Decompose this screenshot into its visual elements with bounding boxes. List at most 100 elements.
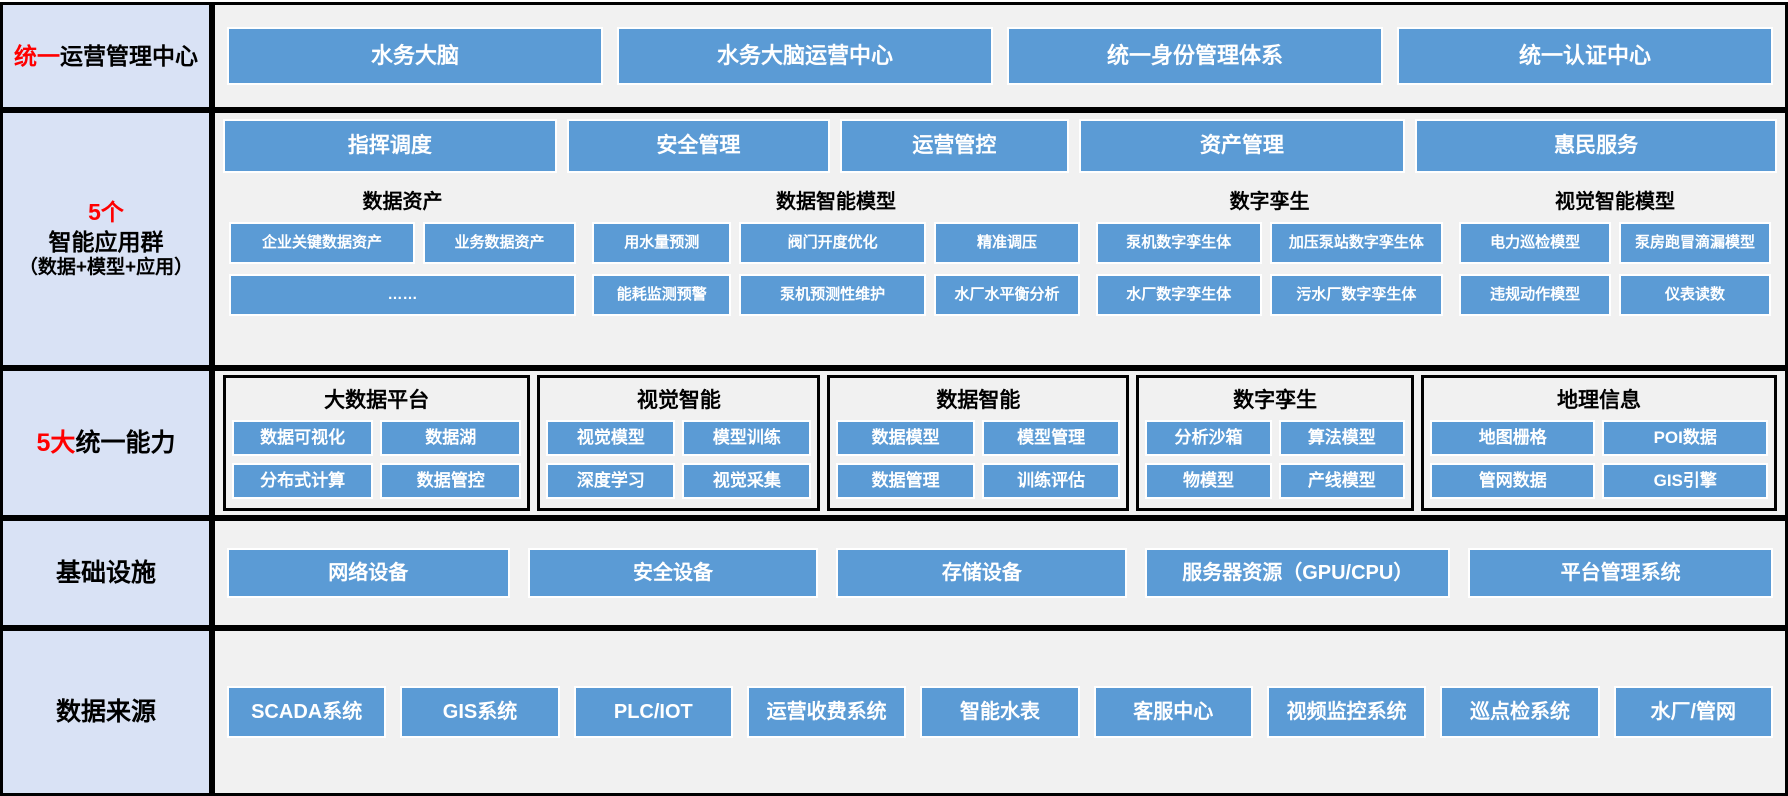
tile-scada-system[interactable]: SCADA系统 [227, 686, 387, 738]
tile-water-usage-forecast[interactable]: 用水量预测 [592, 222, 732, 264]
tile-storage-equipment[interactable]: 存储设备 [836, 548, 1128, 598]
tile-precise-pressure-regulation[interactable]: 精准调压 [933, 222, 1080, 264]
tile-model-training[interactable]: 模型训练 [682, 420, 812, 456]
tile-gis-engine[interactable]: GIS引擎 [1602, 463, 1769, 499]
tile-pump-digital-twin[interactable]: 泵机数字孪生体 [1096, 222, 1262, 264]
group-visual-intelligence-models: 视觉智能模型 电力巡检模型 泵房跑冒滴漏模型 违规动作模型 仪表读数 [1453, 179, 1777, 357]
tile-row: 泵机数字孪生体 加压泵站数字孪生体 [1096, 222, 1444, 264]
tile-data-governance[interactable]: 数据管控 [380, 463, 522, 499]
group-title: 数字孪生 [1229, 191, 1310, 213]
tile-row: …… [229, 274, 577, 316]
tile-security-equipment[interactable]: 安全设备 [527, 548, 819, 598]
tile-operation-control[interactable]: 运营管控 [840, 119, 1069, 173]
tile-data-management[interactable]: 数据管理 [836, 463, 975, 499]
tile-valve-opening-optimization[interactable]: 阀门开度优化 [739, 222, 926, 264]
tile-enterprise-key-data-asset[interactable]: 企业关键数据资产 [229, 222, 415, 264]
tile-algorithm-model[interactable]: 算法模型 [1278, 420, 1405, 456]
tile-row: 视觉模型 模型训练 [546, 420, 812, 456]
tile-row: 水厂数字孪生体 污水厂数字孪生体 [1096, 274, 1444, 316]
tile-row: 用水量预测 阀门开度优化 精准调压 [592, 222, 1080, 264]
tile-model-management[interactable]: 模型管理 [981, 420, 1121, 456]
layer-label-data-source: 数据来源 [0, 628, 212, 796]
tile-water-brain-ops-center[interactable]: 水务大脑运营中心 [617, 27, 993, 85]
tile-row: 管网数据 GIS引擎 [1429, 463, 1769, 499]
tile-analysis-sandbox[interactable]: 分析沙箱 [1145, 420, 1272, 456]
capability-visual-intelligence: 视觉智能 视觉模型 模型训练 深度学习 视觉采集 [537, 375, 821, 511]
tile-public-service[interactable]: 惠民服务 [1415, 119, 1777, 173]
layer-unified-capability: 5大统一能力 大数据平台 数据可视化 数据湖 分布式计算 数据管控 视觉智能 视… [0, 368, 1788, 518]
tile-waterworks-pipe-network[interactable]: 水厂/管网 [1613, 686, 1773, 738]
tile-row: 数据管理 训练评估 [836, 463, 1121, 499]
tile-safety-management[interactable]: 安全管理 [566, 119, 831, 173]
tile-deep-learning[interactable]: 深度学习 [546, 463, 676, 499]
tile-production-line-model[interactable]: 产线模型 [1278, 463, 1405, 499]
layer-label-text: 统一能力 [75, 428, 176, 457]
tile-row: 能耗监测预警 泵机预测性维护 水厂水平衡分析 [592, 274, 1080, 316]
tile-visual-capture[interactable]: 视觉采集 [682, 463, 812, 499]
tile-pipe-network-data[interactable]: 管网数据 [1429, 463, 1596, 499]
tile-visual-model[interactable]: 视觉模型 [546, 420, 676, 456]
group-digital-twin: 数字孪生 泵机数字孪生体 加压泵站数字孪生体 水厂数字孪生体 污水厂数字孪生体 [1090, 179, 1449, 357]
group-title: 数据资产 [362, 191, 443, 213]
tile-row: 电力巡检模型 泵房跑冒滴漏模型 [1459, 222, 1772, 264]
group-title: 视觉智能模型 [1555, 191, 1676, 213]
application-groups: 数据资产 企业关键数据资产 业务数据资产 …… 数据智能模型 [223, 179, 1777, 357]
unified-capability-body: 大数据平台 数据可视化 数据湖 分布式计算 数据管控 视觉智能 视觉模型 模型训… [212, 368, 1788, 518]
tile-data-lake[interactable]: 数据湖 [380, 420, 522, 456]
tile-data-model[interactable]: 数据模型 [836, 420, 975, 456]
tile-booster-station-digital-twin[interactable]: 加压泵站数字孪生体 [1269, 222, 1444, 264]
tile-poi-data[interactable]: POI数据 [1602, 420, 1769, 456]
tile-command-dispatch[interactable]: 指挥调度 [223, 119, 557, 173]
group-title: 地理信息 [1556, 389, 1641, 412]
tile-water-brain[interactable]: 水务大脑 [227, 27, 603, 85]
tile-meter-reading[interactable]: 仪表读数 [1619, 274, 1772, 316]
layer-label-highlight: 5个 [88, 199, 124, 226]
tile-asset-management[interactable]: 资产管理 [1078, 119, 1406, 173]
tile-business-data-asset[interactable]: 业务数据资产 [422, 222, 577, 264]
tile-map-grid[interactable]: 地图栅格 [1429, 420, 1596, 456]
group-title: 视觉智能 [636, 389, 721, 412]
tile-data-visualization[interactable]: 数据可视化 [232, 420, 374, 456]
tile-platform-management-system[interactable]: 平台管理系统 [1468, 548, 1774, 598]
tile-violation-action-model[interactable]: 违规动作模型 [1459, 274, 1612, 316]
capability-digital-twin: 数字孪生 分析沙箱 算法模型 物模型 产线模型 [1136, 375, 1414, 511]
infrastructure-tiles: 网络设备 安全设备 存储设备 服务器资源（GPU/CPU） 平台管理系统 [212, 518, 1788, 628]
tile-energy-monitoring-alert[interactable]: 能耗监测预警 [592, 274, 732, 316]
tile-inspection-system[interactable]: 巡点检系统 [1440, 686, 1600, 738]
capability-geographic-information: 地理信息 地图栅格 POI数据 管网数据 GIS引擎 [1420, 375, 1777, 511]
tile-plc-iot[interactable]: PLC/IOT [573, 686, 733, 738]
tile-row: 企业关键数据资产 业务数据资产 [229, 222, 577, 264]
tile-thing-model[interactable]: 物模型 [1145, 463, 1272, 499]
tile-row: 数据可视化 数据湖 [232, 420, 522, 456]
layer-label-unified-capability: 5大统一能力 [0, 368, 212, 518]
tile-unified-auth-center[interactable]: 统一认证中心 [1397, 27, 1773, 85]
group-tiles: 企业关键数据资产 业务数据资产 …… [223, 222, 582, 322]
tile-distributed-computing[interactable]: 分布式计算 [232, 463, 374, 499]
tile-server-resources[interactable]: 服务器资源（GPU/CPU） [1145, 548, 1451, 598]
group-data-assets: 数据资产 企业关键数据资产 业务数据资产 …… [223, 179, 582, 357]
tile-video-surveillance-system[interactable]: 视频监控系统 [1266, 686, 1427, 738]
group-tiles: 泵机数字孪生体 加压泵站数字孪生体 水厂数字孪生体 污水厂数字孪生体 [1090, 222, 1449, 322]
tile-customer-service-center[interactable]: 客服中心 [1093, 686, 1253, 738]
tile-smart-water-meter[interactable]: 智能水表 [920, 686, 1080, 738]
tile-gis-system[interactable]: GIS系统 [400, 686, 560, 738]
layer-label-text: 智能应用群 [48, 229, 164, 256]
tile-row: 数据模型 模型管理 [836, 420, 1121, 456]
tile-data-assets-more[interactable]: …… [229, 274, 577, 316]
layer-infrastructure: 基础设施 网络设备 安全设备 存储设备 服务器资源（GPU/CPU） 平台管理系… [0, 518, 1788, 628]
tile-plant-water-balance-analysis[interactable]: 水厂水平衡分析 [933, 274, 1080, 316]
application-group-body: 指挥调度 安全管理 运营管控 资产管理 惠民服务 数据资产 企业关键数据资产 业… [212, 110, 1788, 368]
tile-billing-system[interactable]: 运营收费系统 [746, 686, 907, 738]
tile-network-equipment[interactable]: 网络设备 [227, 548, 510, 598]
group-data-intelligence-models: 数据智能模型 用水量预测 阀门开度优化 精准调压 能耗监测预警 泵机预测性维护 … [586, 179, 1086, 357]
tile-waterworks-digital-twin[interactable]: 水厂数字孪生体 [1096, 274, 1262, 316]
tile-row: 物模型 产线模型 [1145, 463, 1405, 499]
tile-pump-room-leakage-model[interactable]: 泵房跑冒滴漏模型 [1619, 222, 1772, 264]
tile-unified-identity-system[interactable]: 统一身份管理体系 [1007, 27, 1383, 85]
tile-sewage-plant-digital-twin[interactable]: 污水厂数字孪生体 [1269, 274, 1444, 316]
layer-label-text: 运营管理中心 [60, 42, 198, 69]
tile-training-evaluation[interactable]: 训练评估 [981, 463, 1121, 499]
tile-power-inspection-model[interactable]: 电力巡检模型 [1459, 222, 1612, 264]
layer-data-source: 数据来源 SCADA系统 GIS系统 PLC/IOT 运营收费系统 智能水表 客… [0, 628, 1788, 796]
tile-pump-predictive-maintenance[interactable]: 泵机预测性维护 [739, 274, 926, 316]
